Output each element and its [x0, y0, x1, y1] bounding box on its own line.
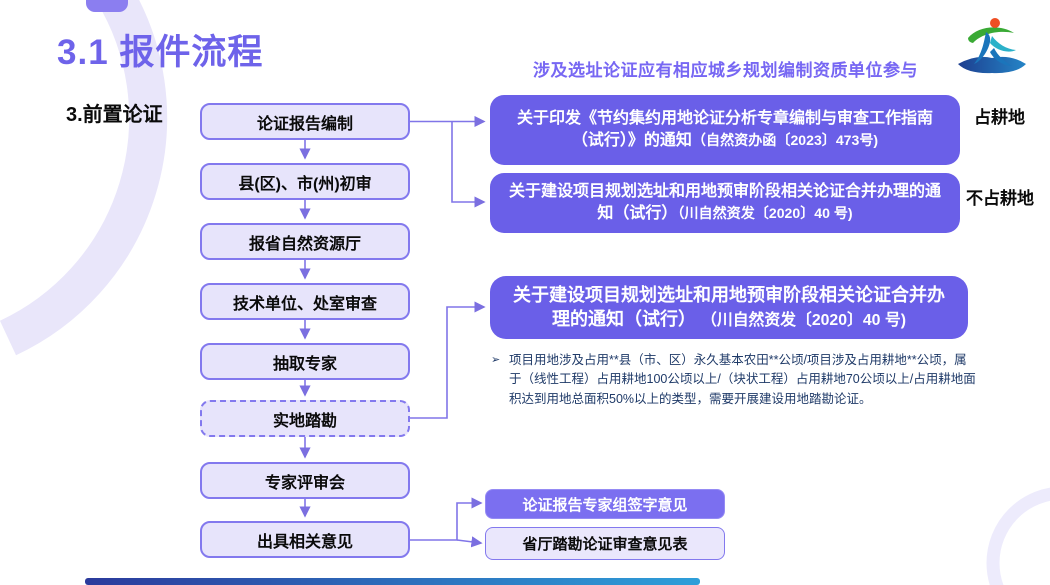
bottom-right-ring-decoration	[986, 487, 1050, 585]
connector-step1-notice2	[451, 121, 486, 208]
notice-box-site-selection-merge: 关于建设项目规划选址和用地预审阶段相关论证合并办理的通知（试行）（川自然资发〔2…	[490, 173, 960, 233]
flow-step-issue-opinions: 出具相关意见	[200, 521, 410, 558]
page-title: 3.1 报件流程	[57, 33, 264, 72]
top-left-pill-decoration	[86, 0, 128, 12]
notice-box-land-saving-guide: 关于印发《节约集约用地论证分析专章编制与审查工作指南（试行）》的通知（自然资办函…	[490, 95, 960, 165]
notice-ref: （自然资办函〔2023〕473号)	[691, 132, 879, 148]
notice-text: 关于建设项目规划选址和用地预审阶段相关论证合并办理的通知（试行）	[513, 285, 945, 330]
sichuan-natural-resources-logo-icon	[958, 18, 1026, 74]
flow-step-label: 县(区)、市(州)初审	[238, 175, 372, 193]
output-label: 省厅踏勘论证审查意见表	[522, 536, 688, 553]
connector-step8-output2	[456, 536, 483, 548]
flow-step-label: 实地踏勘	[272, 412, 337, 430]
tag-no-farmland: 不占耕地	[966, 189, 1034, 208]
notice-ref: （川自然资发〔2020〕40 号)	[677, 205, 853, 221]
tag-occupies-farmland: 占耕地	[974, 108, 1025, 127]
flow-step-label: 出具相关意见	[256, 533, 353, 551]
note-text: 项目用地涉及占用**县（市、区）永久基本农田**公顷/项目涉及占用耕地**公顷，…	[509, 353, 976, 406]
notice-text: 关于印发《节约集约用地论证分析专章编制与审查工作指南（试行）》的通知	[516, 110, 933, 149]
survey-condition-note: ➢ 项目用地涉及占用**县（市、区）永久基本农田**公顷/项目涉及占用耕地**公…	[491, 351, 979, 409]
notice-ref: （川自然资发〔2020〕40 号)	[701, 312, 906, 330]
output-box-expert-signature-opinion: 论证报告专家组签字意见	[485, 489, 725, 519]
connector-step6-notice3	[410, 301, 486, 419]
output-box-survey-review-form: 省厅踏勘论证审查意见表	[485, 527, 725, 560]
output-label: 论证报告专家组签字意见	[522, 496, 688, 514]
arrow-bullet-icon: ➢	[491, 354, 501, 366]
flow-step-technical-office-review: 技术单位、处室审查	[200, 283, 410, 320]
flow-step-label: 专家评审会	[264, 474, 345, 492]
flow-step-label: 报省自然资源厅	[248, 235, 361, 253]
flow-step-county-city-review: 县(区)、市(州)初审	[200, 163, 410, 200]
section-label: 3.前置论证	[66, 104, 163, 126]
flow-step-label: 论证报告编制	[256, 115, 353, 133]
connector-step8-output1	[410, 497, 483, 541]
top-left-arc-decoration	[0, 0, 168, 356]
flow-step-select-experts: 抽取专家	[200, 343, 410, 380]
flow-step-site-survey: 实地踏勘	[200, 400, 410, 437]
flow-step-label: 技术单位、处室审查	[232, 295, 377, 313]
flow-step-report-compilation: 论证报告编制	[200, 103, 410, 140]
notice-box-site-survey-basis: 关于建设项目规划选址和用地预审阶段相关论证合并办理的通知（试行） （川自然资发〔…	[490, 276, 968, 339]
notice-text: 关于建设项目规划选址和用地预审阶段相关论证合并办理的通知（试行）	[508, 183, 941, 222]
bottom-bar-decoration	[85, 578, 700, 585]
flow-step-label: 抽取专家	[272, 355, 337, 373]
flow-step-report-provincial-dept: 报省自然资源厅	[200, 223, 410, 260]
subtitle-note: 涉及选址论证应有相应城乡规划编制资质单位参与	[533, 61, 918, 80]
flow-step-expert-review-meeting: 专家评审会	[200, 462, 410, 499]
